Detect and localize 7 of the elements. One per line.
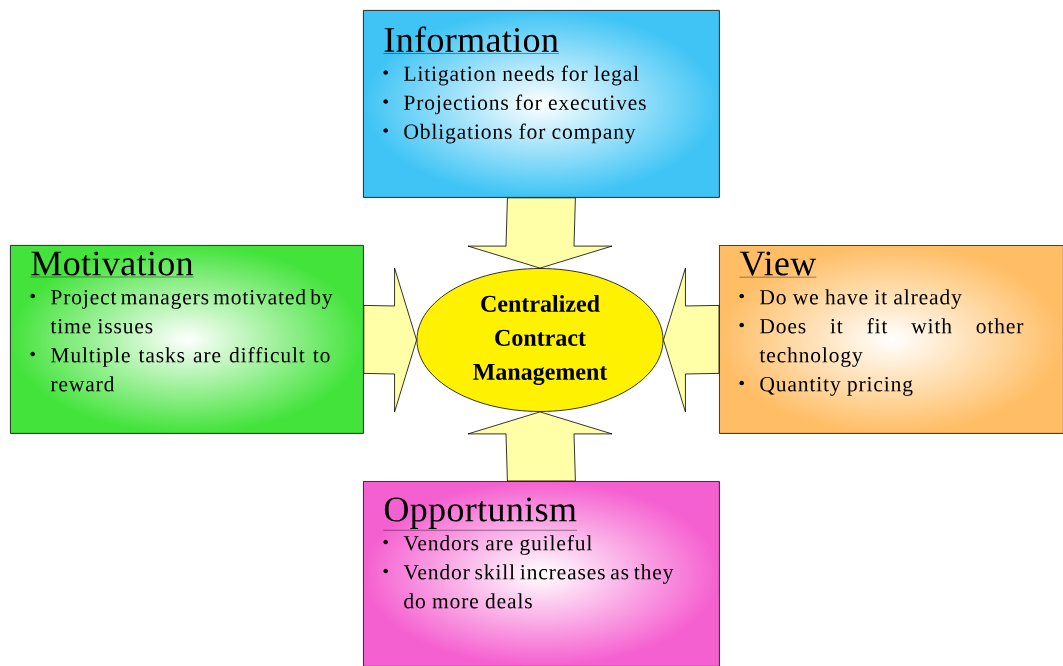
oval: Centralized Contract Management [416,268,664,412]
block-arrow [467,197,613,269]
block-arrow [663,267,720,413]
topic-box: Information Litigation needs for legal Projections for executives Obligations for company [363,10,720,198]
block-arrow [467,411,613,482]
topic-box: Motivation Project managers motivated by time issues Multiple tasks are difficult to reward [10,245,364,434]
block-arrow [363,267,417,413]
